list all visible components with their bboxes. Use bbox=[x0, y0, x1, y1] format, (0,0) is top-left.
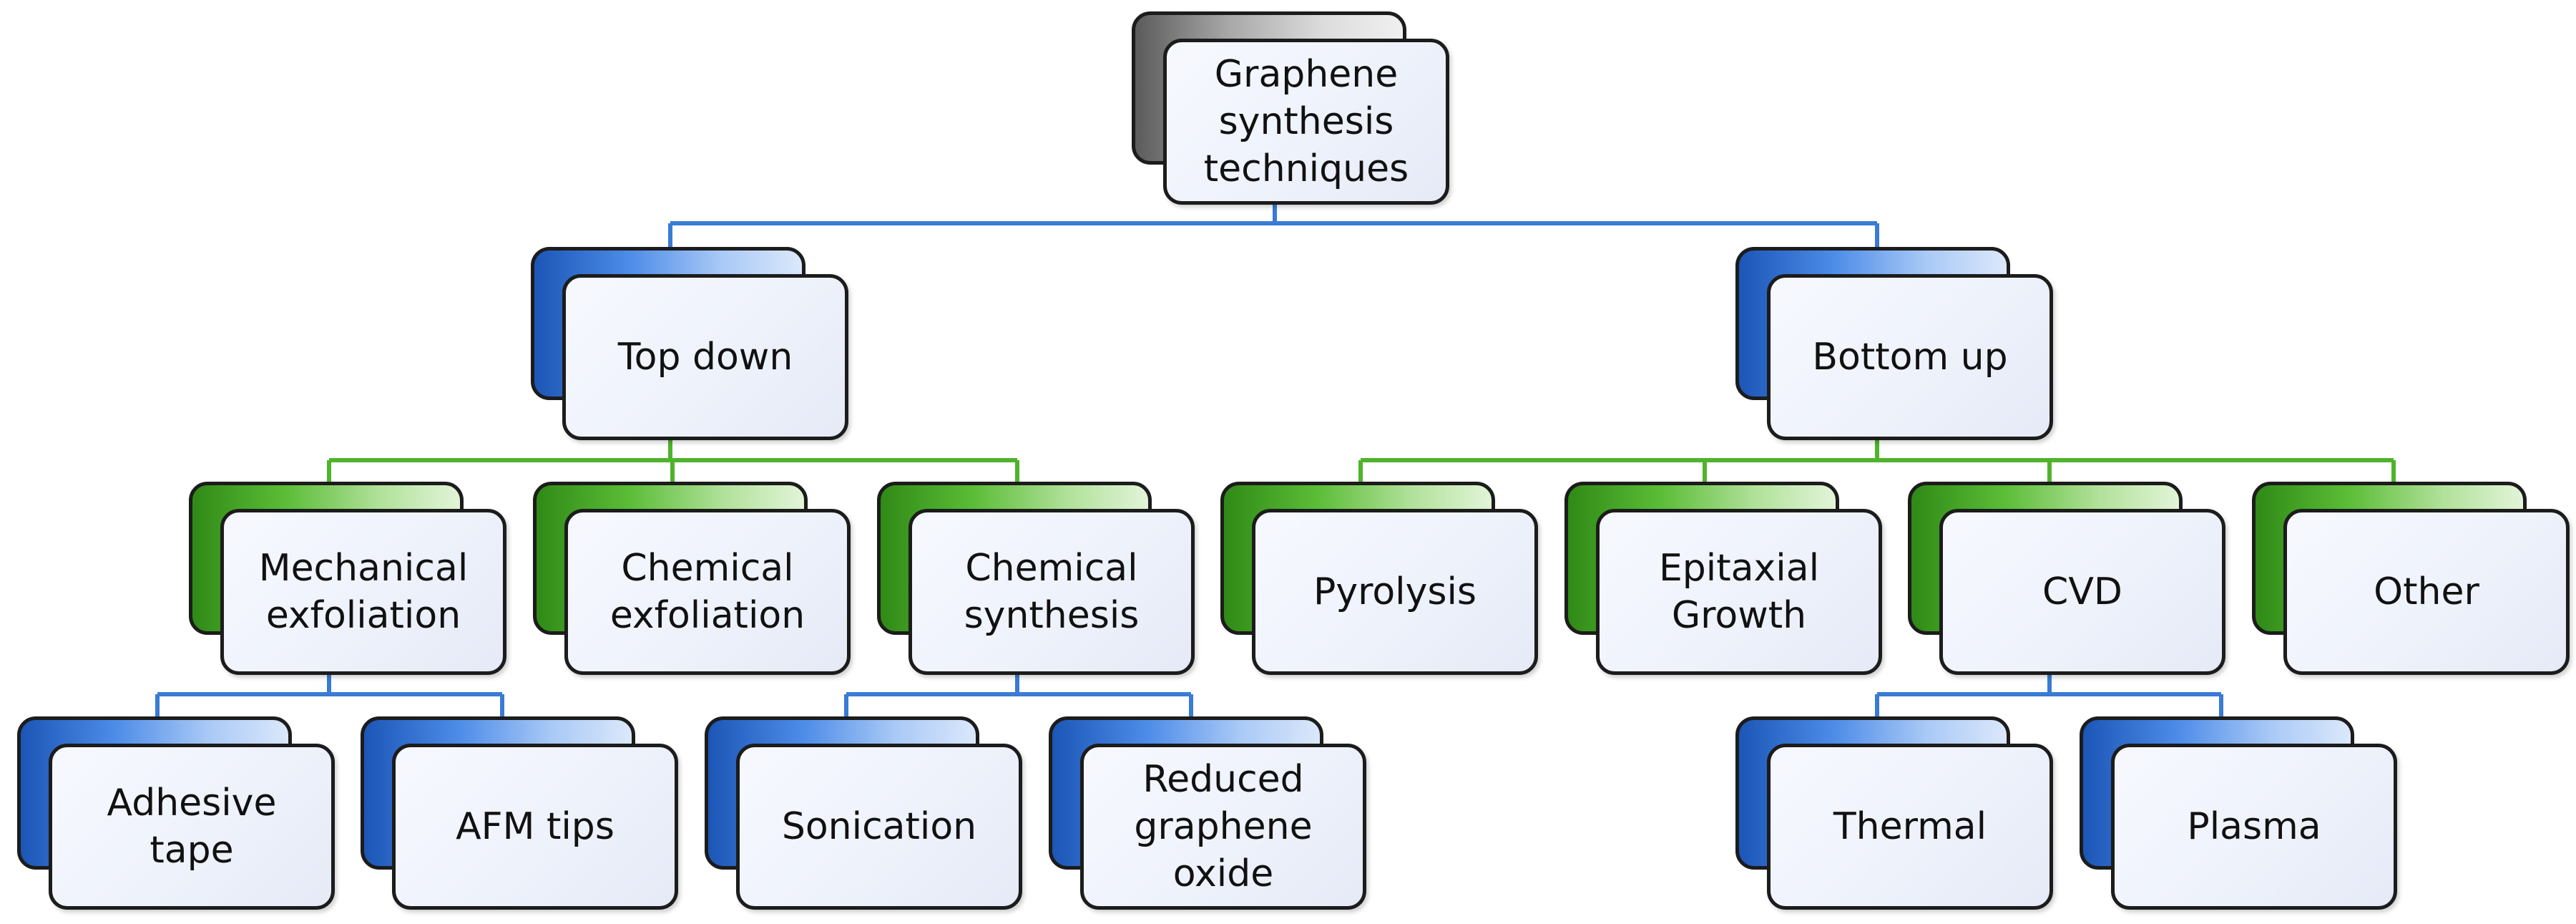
node-pyrolysis: Pyrolysis bbox=[1220, 482, 1538, 675]
node-card: Chemical exfoliation bbox=[564, 509, 851, 675]
node-card: Reduced graphene oxide bbox=[1080, 744, 1366, 910]
node-label: Chemical synthesis bbox=[964, 547, 1140, 637]
node-adhesive-tape: Adhesive tape bbox=[17, 716, 335, 910]
node-sonication: Sonication bbox=[705, 716, 1022, 910]
node-card: Plasma bbox=[2111, 744, 2397, 910]
node-card: Sonication bbox=[736, 744, 1022, 910]
node-label: Other bbox=[2374, 570, 2479, 613]
node-chemical-exfoliation: Chemical exfoliation bbox=[533, 482, 851, 675]
node-card: Adhesive tape bbox=[49, 744, 335, 910]
node-label: Mechanical exfoliation bbox=[258, 547, 469, 637]
node-label: Chemical exfoliation bbox=[609, 547, 805, 637]
node-label: Graphene synthesis techniques bbox=[1203, 53, 1409, 190]
node-bottom-up: Bottom up bbox=[1735, 247, 2053, 440]
node-label: Adhesive tape bbox=[107, 782, 277, 872]
node-card: Chemical synthesis bbox=[909, 509, 1195, 675]
node-card: AFM tips bbox=[392, 744, 678, 910]
node-epitaxial-growth: Epitaxial Growth bbox=[1564, 482, 1882, 675]
node-card: Epitaxial Growth bbox=[1596, 509, 1882, 675]
node-card: CVD bbox=[1939, 509, 2225, 675]
node-label: Top down bbox=[617, 336, 793, 379]
node-chemical-synthesis: Chemical synthesis bbox=[877, 482, 1195, 675]
node-label: Plasma bbox=[2187, 805, 2321, 848]
node-graphene-synthesis-techniques: Graphene synthesis techniques bbox=[1132, 11, 1449, 205]
node-reduced-graphene-oxide: Reduced graphene oxide bbox=[1049, 716, 1366, 910]
node-card: Bottom up bbox=[1767, 274, 2053, 440]
node-top-down: Top down bbox=[531, 247, 848, 440]
node-card: Other bbox=[2283, 509, 2570, 675]
node-mechanical-exfoliation: Mechanical exfoliation bbox=[189, 482, 506, 675]
node-card: Thermal bbox=[1767, 744, 2053, 910]
node-label: Thermal bbox=[1833, 805, 1987, 848]
node-card: Pyrolysis bbox=[1252, 509, 1538, 675]
node-label: CVD bbox=[2042, 570, 2122, 613]
node-card: Graphene synthesis techniques bbox=[1163, 39, 1449, 205]
node-label: Bottom up bbox=[1812, 336, 2008, 379]
node-other: Other bbox=[2252, 482, 2570, 675]
node-label: Pyrolysis bbox=[1313, 570, 1477, 613]
node-label: Sonication bbox=[781, 805, 977, 848]
node-plasma: Plasma bbox=[2080, 716, 2397, 910]
node-cvd: CVD bbox=[1908, 482, 2225, 675]
node-label: Reduced graphene oxide bbox=[1134, 758, 1313, 895]
node-label: Epitaxial Growth bbox=[1658, 547, 1820, 637]
node-card: Mechanical exfoliation bbox=[220, 509, 506, 675]
node-afm-tips: AFM tips bbox=[361, 716, 678, 910]
node-card: Top down bbox=[562, 274, 848, 440]
node-label: AFM tips bbox=[456, 805, 614, 848]
node-thermal: Thermal bbox=[1735, 716, 2053, 910]
